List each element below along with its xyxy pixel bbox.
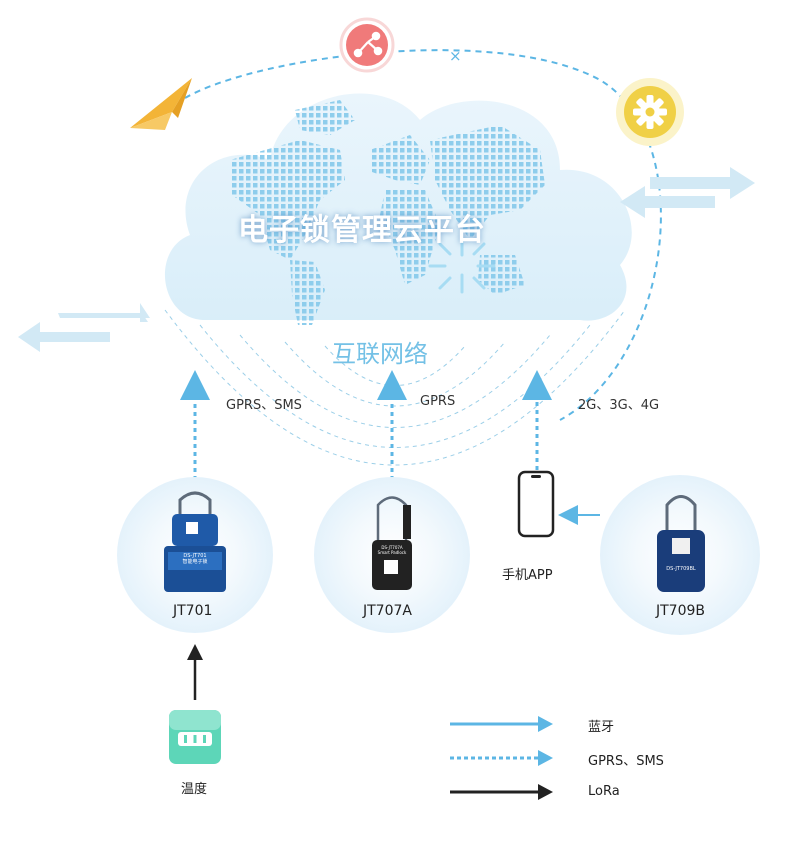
jt707a-screen-line1: DS-JT707A <box>381 545 403 550</box>
legend-label-bluetooth: 蓝牙 <box>588 720 615 735</box>
sparkle-icon <box>428 238 496 294</box>
phone-icon <box>517 470 555 538</box>
lora-arrow-sensor-jt701 <box>187 644 203 700</box>
protocol-label-right: 2G、3G、4G <box>578 398 660 413</box>
jt701-screen-text: DS-JT701 智能电子锁 <box>170 553 220 565</box>
phone-app-label: 手机APP <box>502 568 553 583</box>
device-label-jt707a: JT707A <box>363 603 412 619</box>
gear-badge <box>616 78 684 146</box>
network-label: 互联网络 <box>332 340 428 368</box>
gear-icon <box>633 95 667 129</box>
cloud-platform <box>164 93 632 325</box>
uplink-arrows <box>180 370 552 480</box>
jt701-screen-line1: DS-JT701 <box>183 553 207 559</box>
jt709b-lock-image <box>657 495 705 592</box>
legend-label-gprs: GPRS、SMS <box>588 754 664 769</box>
protocol-label-middle: GPRS <box>420 394 456 409</box>
world-map-dots <box>230 100 545 325</box>
orbit-cross-mark: × <box>449 47 462 65</box>
share-icon <box>353 31 383 58</box>
temperature-sensor-icon <box>169 710 221 764</box>
legend-label-lora: LoRa <box>588 784 620 799</box>
jt709b-screen-text: DS-JT709BL <box>666 566 696 572</box>
device-label-jt701: JT701 <box>173 603 213 619</box>
two-way-arrow-icon-right <box>620 167 755 218</box>
jt707a-screen-text: DS-JT707A Smart Padlock <box>372 545 412 555</box>
jt701-lock-image <box>164 491 226 592</box>
paper-plane-icon <box>130 78 192 130</box>
share-badge <box>339 17 395 73</box>
jt707a-screen-line2: Smart Padlock <box>377 550 407 555</box>
legend-lines <box>450 716 553 800</box>
device-label-jt709b: JT709B <box>656 603 706 619</box>
jt707a-lock-image <box>372 496 412 590</box>
two-way-arrow-icon-left <box>18 303 150 352</box>
cloud-platform-title: 电子锁管理云平台 <box>238 213 486 248</box>
sensor-label: 温度 <box>181 782 208 797</box>
protocol-label-left: GPRS、SMS <box>226 398 302 413</box>
jt701-screen-line2: 智能电子锁 <box>182 559 208 565</box>
